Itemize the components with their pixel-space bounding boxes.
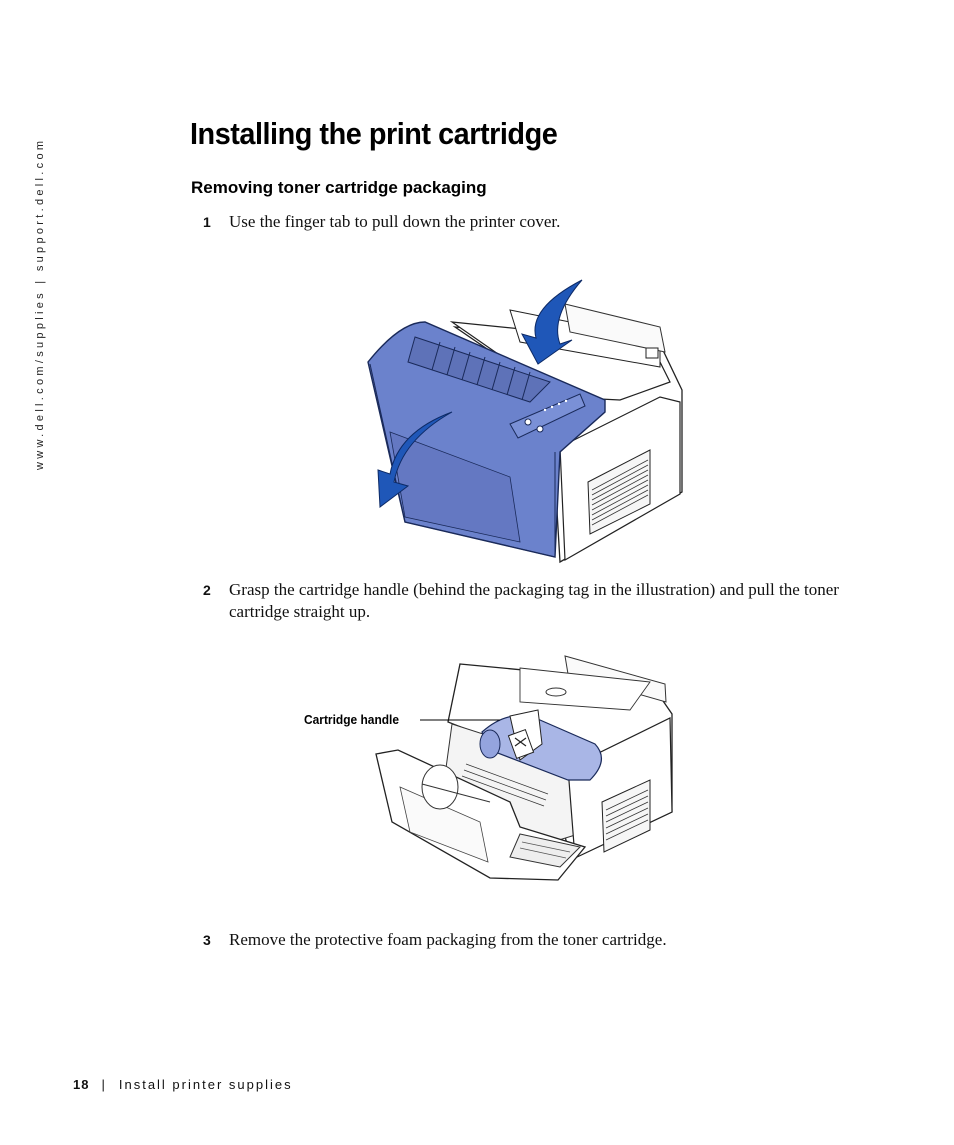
step-2: 2 Grasp the cartridge handle (behind the… bbox=[203, 579, 863, 623]
step-number: 1 bbox=[203, 214, 211, 230]
step-text: Use the finger tab to pull down the prin… bbox=[229, 212, 561, 231]
printer-cartridge-illustration bbox=[370, 652, 682, 884]
callout-cartridge-handle: Cartridge handle bbox=[304, 712, 400, 727]
page-title: Installing the print cartridge bbox=[190, 116, 558, 151]
callout-leader-line bbox=[420, 719, 500, 721]
sidebar-url: www.dell.com/supplies | support.dell.com bbox=[34, 137, 46, 470]
footer-section-title: Install printer supplies bbox=[118, 1077, 293, 1092]
step-number: 3 bbox=[203, 932, 211, 948]
footer-separator: | bbox=[101, 1077, 105, 1092]
step-number: 2 bbox=[203, 582, 211, 598]
section-heading: Removing toner cartridge packaging bbox=[191, 178, 487, 197]
page-footer: 18 | Install printer supplies bbox=[73, 1077, 293, 1092]
page-number: 18 bbox=[73, 1077, 90, 1092]
printer-open-cover-illustration bbox=[360, 272, 690, 567]
step-text: Remove the protective foam packaging fro… bbox=[229, 930, 667, 949]
step-text: Grasp the cartridge handle (behind the p… bbox=[229, 580, 839, 621]
step-1: 1 Use the finger tab to pull down the pr… bbox=[203, 211, 863, 233]
step-3: 3 Remove the protective foam packaging f… bbox=[203, 929, 863, 951]
